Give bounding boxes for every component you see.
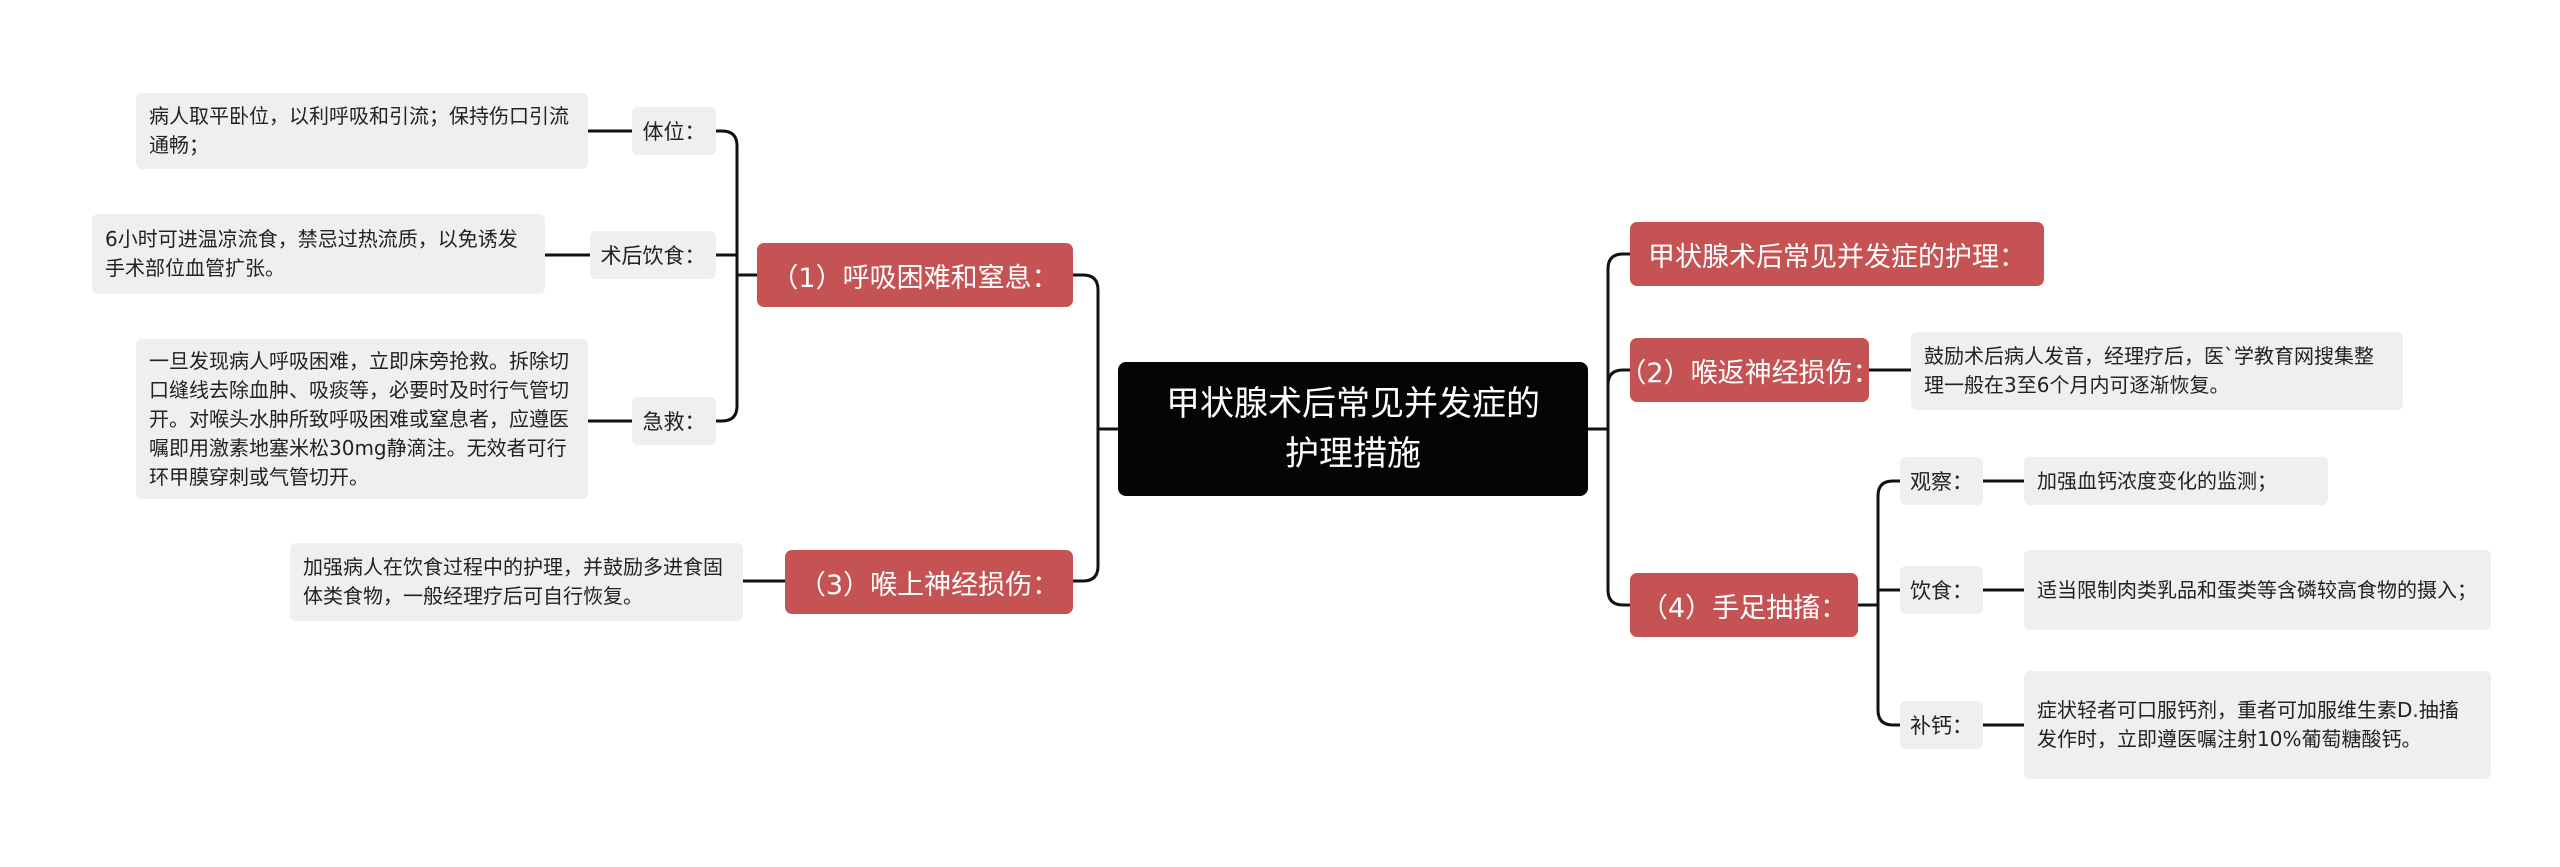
branch-intro-label: 甲状腺术后常见并发症的护理： — [1648, 241, 2026, 273]
label-observation[interactable]: 观察： — [1900, 457, 1983, 505]
branch-superior-label: （3）喉上神经损伤： — [798, 569, 1060, 601]
leaf-calcium[interactable]: 症状轻者可口服钙剂，重者可加服维生素D.抽搐发作时，立即遵医嘱注射10%葡萄糖酸… — [2024, 671, 2491, 779]
leaf-tetany-diet-text: 适当限制肉类乳品和蛋类等含磷较高食物的摄入； — [2037, 577, 2477, 602]
branch-superior-laryngeal-nerve[interactable]: （3）喉上神经损伤： — [785, 550, 1073, 614]
label-first-aid[interactable]: 急救： — [632, 397, 716, 445]
leaf-calcium-text: 症状轻者可口服钙剂，重者可加服维生素D.抽搐发作时，立即遵医嘱注射10%葡萄糖酸… — [2037, 698, 2459, 751]
connector-breathing-to-posture — [716, 129, 757, 277]
connector-breathing-to-rescue — [716, 273, 757, 423]
branch-recurrent-label: （2）喉返神经损伤： — [1619, 357, 1880, 389]
branch-intro[interactable]: 甲状腺术后常见并发症的护理： — [1630, 222, 2044, 286]
leaf-posture-text: 病人取平卧位，以利呼吸和引流；保持伤口引流通畅； — [149, 104, 569, 157]
leaf-superior-laryngeal[interactable]: 加强病人在饮食过程中的护理，并鼓励多进食固体类食物，一般经理疗后可自行恢复。 — [290, 543, 743, 621]
leaf-tetany-diet[interactable]: 适当限制肉类乳品和蛋类等含磷较高食物的摄入； — [2024, 550, 2491, 630]
label-postop-diet-text: 术后饮食： — [600, 244, 706, 268]
leaf-recurrent-text: 鼓励术后病人发音，经理疗后，医`学教育网搜集整理一般在3至6个月内可逐渐恢复。 — [1924, 344, 2374, 397]
branch-breathing-difficulty[interactable]: （1）呼吸困难和窒息： — [757, 243, 1073, 307]
central-topic-line2: 护理措施 — [1285, 434, 1421, 474]
leaf-observation[interactable]: 加强血钙浓度变化的监测； — [2024, 457, 2328, 505]
leaf-first-aid[interactable]: 一旦发现病人呼吸困难，立即床旁抢救。拆除切口缝线去除血肿、吸痰等，必要时及时行气… — [136, 339, 588, 499]
label-posture[interactable]: 体位： — [632, 107, 716, 155]
connector-center-to-superior — [1073, 427, 1118, 583]
connector-center-to-recurrent — [1588, 368, 1630, 431]
label-calcium[interactable]: 补钙： — [1900, 701, 1983, 749]
leaf-postop-diet-text: 6小时可进温凉流食，禁忌过热流质，以免诱发手术部位血管扩张。 — [105, 227, 518, 280]
connector-center-to-intro — [1588, 252, 1630, 431]
label-posture-text: 体位： — [642, 120, 706, 144]
connector-tetany-to-calcium — [1858, 603, 1900, 727]
branch-breathing-label: （1）呼吸困难和窒息： — [771, 262, 1059, 294]
connector-center-to-breathing — [1073, 273, 1118, 431]
label-first-aid-text: 急救： — [642, 410, 706, 434]
label-calcium-text: 补钙： — [1910, 714, 1973, 738]
branch-recurrent-laryngeal-nerve[interactable]: （2）喉返神经损伤： — [1619, 338, 1880, 402]
label-tetany-diet-text: 饮食： — [1910, 579, 1973, 603]
label-observation-text: 观察： — [1910, 470, 1973, 494]
central-topic-line1: 甲状腺术后常见并发症的 — [1166, 384, 1540, 424]
label-postop-diet[interactable]: 术后饮食： — [590, 231, 716, 279]
label-tetany-diet[interactable]: 饮食： — [1900, 566, 1983, 614]
leaf-first-aid-text: 一旦发现病人呼吸困难，立即床旁抢救。拆除切口缝线去除血肿、吸痰等，必要时及时行气… — [149, 348, 569, 489]
leaf-postop-diet[interactable]: 6小时可进温凉流食，禁忌过热流质，以免诱发手术部位血管扩张。 — [92, 214, 545, 294]
leaf-recurrent-laryngeal[interactable]: 鼓励术后病人发音，经理疗后，医`学教育网搜集整理一般在3至6个月内可逐渐恢复。 — [1911, 332, 2403, 410]
leaf-superior-text: 加强病人在饮食过程中的护理，并鼓励多进食固体类食物，一般经理疗后可自行恢复。 — [303, 555, 723, 608]
leaf-posture[interactable]: 病人取平卧位，以利呼吸和引流；保持伤口引流通畅； — [136, 93, 588, 169]
central-topic[interactable]: 甲状腺术后常见并发症的 护理措施 — [1118, 362, 1588, 496]
leaf-observation-text: 加强血钙浓度变化的监测； — [2037, 468, 2277, 493]
connector-tetany-to-diet — [1858, 588, 1900, 607]
connector-tetany-to-observe — [1858, 479, 1900, 607]
branch-tetany[interactable]: （4）手足抽搐： — [1630, 573, 1858, 637]
branch-tetany-label: （4）手足抽搐： — [1640, 592, 1848, 624]
connector-center-to-tetany — [1588, 427, 1630, 607]
connector-breathing-to-diet — [716, 253, 757, 277]
